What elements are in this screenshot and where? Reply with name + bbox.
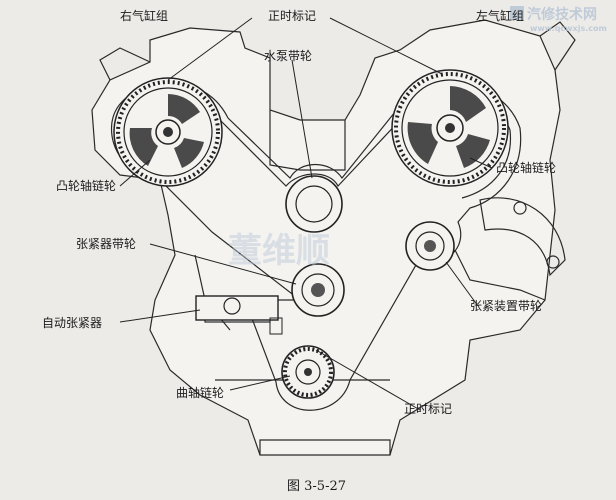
water-pump-pulley (285, 175, 343, 233)
label-camshaft-sprocket-left: 凸轮轴链轮 (56, 178, 116, 193)
label-crankshaft-sprocket: 曲轴链轮 (176, 385, 224, 400)
label-timing-mark-top: 正时标记 (268, 9, 316, 23)
label-tensioner-pulley: 张紧器带轮 (76, 237, 136, 251)
crankshaft-sprocket (281, 345, 335, 399)
logo-icon (510, 6, 524, 20)
label-timing-mark-bottom: 正时标记 (404, 402, 452, 416)
label-tension-device-pulley: 张紧装置带轮 (470, 299, 542, 313)
watermark: 汽修技术网 www.qcwxjs.com 董维顺 (228, 6, 607, 271)
label-water-pump-pulley: 水泵带轮 (264, 49, 312, 63)
label-right-bank: 右气缸组 (120, 8, 168, 23)
label-camshaft-sprocket-right: 凸轮轴链轮 (496, 160, 556, 175)
labels: 右气缸组 正时标记 左气缸组 水泵带轮 凸轮轴链轮 凸轮轴链轮 张紧器带轮 自动… (42, 8, 556, 416)
camshaft-sprocket-left (113, 77, 223, 187)
label-auto-tensioner: 自动张紧器 (42, 316, 102, 330)
watermark-url: www.qcwxjs.com (530, 24, 607, 33)
tensioner-pulley (291, 263, 345, 317)
label-left-bank: 左气缸组 (476, 8, 524, 23)
leader-lines (119, 17, 493, 411)
camshaft-sprocket-right (391, 69, 509, 187)
watermark-center: 董维顺 (228, 231, 330, 271)
figure-caption: 图 3-5-27 (287, 479, 346, 494)
tension-device-pulley (405, 221, 455, 271)
auto-tensioner (195, 295, 283, 335)
watermark-logo: 汽修技术网 (527, 6, 597, 23)
